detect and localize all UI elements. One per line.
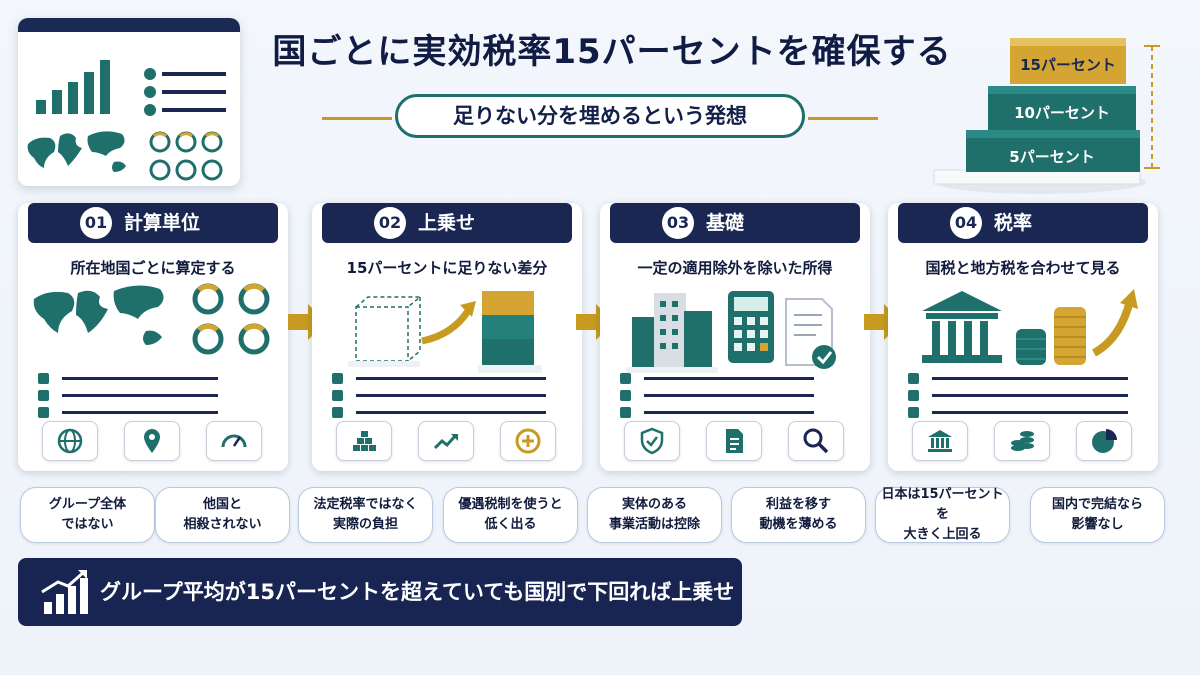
mini-checklist-icon: [144, 68, 226, 116]
bank-building-icon: [922, 291, 1002, 363]
buildings-calculator-illustration: [626, 291, 836, 373]
step-number: 01: [80, 207, 112, 239]
stack-label-15: 15パーセント: [1020, 56, 1116, 74]
summary-banner: グループ平均が15パーセントを超えていても国別で下回れば上乗せ: [18, 558, 742, 626]
note-pill: 実体のある 事業活動は控除: [587, 487, 722, 543]
note-text: 利益を移す 動機を薄める: [759, 497, 838, 532]
checklist: [332, 373, 546, 418]
curved-arrow-icon: [421, 308, 471, 345]
step-label: 基礎: [706, 212, 745, 234]
pie-chart-icon: [1076, 421, 1132, 461]
trend-up-icon: [418, 421, 474, 461]
subtitle-left-rule: [322, 117, 392, 120]
coin-stacks-icon: [1016, 307, 1086, 365]
step-number: 02: [374, 207, 406, 239]
note-pill: 他国と 相殺されない: [155, 487, 290, 543]
summary-text: グループ平均が15パーセントを超えていても国別で下回れば上乗せ: [100, 580, 735, 604]
step-description: 一定の適用除外を除いた所得: [637, 259, 833, 277]
search-icon: [788, 421, 844, 461]
office-buildings-icon: [626, 293, 718, 373]
note-pill: 利益を移す 動機を薄める: [731, 487, 866, 543]
mini-world-map-icon: [27, 131, 126, 172]
gauge-cluster-icon: [192, 283, 270, 355]
document-icon: [706, 421, 762, 461]
step-card-02: 02 上乗せ 15パーセントに足りない差分: [312, 203, 582, 471]
subtitle-text: 足りない分を埋めるという発想: [453, 104, 747, 128]
mini-gauge-icons: [149, 131, 223, 181]
step-card-01: 01 計算単位 所在地国ごとに算定する: [18, 203, 288, 471]
page-title: 国ごとに実効税率15パーセントを確保する: [272, 32, 952, 72]
location-pin-icon: [124, 421, 180, 461]
note-text: 優遇税制を使うと 低く出る: [458, 497, 563, 532]
note-text: 日本は15パーセントを 大きく上回る: [881, 487, 1004, 542]
step-number: 04: [950, 207, 982, 239]
step-card-03: 03 基礎 一定の適用除外を除いた所得: [600, 203, 870, 471]
dashboard-illustration: [18, 18, 240, 186]
note-pill: 法定税率ではなく 実際の負担: [298, 487, 433, 543]
checklist: [620, 373, 814, 418]
note-pill: 日本は15パーセントを 大きく上回る: [875, 487, 1010, 543]
note-text: 実体のある 事業活動は控除: [608, 497, 700, 532]
world-map-gauges-illustration: [33, 283, 270, 355]
subtitle-right-rule: [808, 117, 878, 120]
mini-bar-chart-icon: [36, 60, 110, 114]
stack-block-5: [966, 136, 1140, 172]
shield-check-icon: [624, 421, 680, 461]
bank-icon: [912, 421, 968, 461]
note-text: 他国と 相殺されない: [183, 497, 262, 532]
step-icon-row: [312, 421, 582, 461]
step-header-02: 02 上乗せ: [322, 203, 572, 243]
gauge-icon: [206, 421, 262, 461]
step-label: 上乗せ: [418, 212, 476, 234]
growth-arrow-icon: [1091, 299, 1134, 357]
globe-icon: [42, 421, 98, 461]
tax-level-stack: 15パーセント 10パーセント 5パーセント: [930, 30, 1170, 200]
note-text: 法定税率ではなく 実際の負担: [313, 497, 418, 532]
topup-blocks-illustration: [348, 291, 542, 373]
step-label: 税率: [994, 212, 1033, 234]
checklist: [38, 373, 218, 418]
calculator-icon: [728, 291, 774, 363]
subtitle-pill: 足りない分を埋めるという発想: [395, 94, 805, 138]
step-icon-row: [600, 421, 870, 461]
note-text: 国内で完結なら 影響なし: [1051, 497, 1143, 532]
step-card-04: 04 税率 国税と地方税を合わせて見る: [888, 203, 1158, 471]
plus-circle-icon: [500, 421, 556, 461]
step-header-03: 03 基礎: [610, 203, 860, 243]
stack-platform: [933, 169, 1141, 185]
step-number: 03: [662, 207, 694, 239]
step-description: 国税と地方税を合わせて見る: [925, 259, 1121, 277]
step-icon-row: [18, 421, 288, 461]
stack-block-15: [1010, 44, 1126, 84]
note-pill: 優遇税制を使うと 低く出る: [443, 487, 578, 543]
step-icon-row: [888, 421, 1158, 461]
checklist: [908, 373, 1128, 418]
bar-chart-growth-icon: [41, 570, 88, 614]
step-label: 計算単位: [124, 212, 201, 234]
empty-box-icon: [355, 296, 423, 362]
step-header-04: 04 税率: [898, 203, 1148, 243]
step-description: 所在地国ごとに算定する: [70, 259, 236, 277]
stacked-blocks-icon: [478, 291, 542, 373]
checked-document-icon: [785, 298, 836, 369]
stack-block-10: [988, 92, 1136, 130]
dashboard-title-bar: [18, 18, 240, 32]
note-pill: グループ全体 ではない: [20, 487, 155, 543]
stack-label-10: 10パーセント: [1014, 104, 1110, 122]
coins-icon: [994, 421, 1050, 461]
step-description: 15パーセントに足りない差分: [346, 259, 548, 277]
dashboard-graphics: [27, 60, 226, 181]
gold-bars-icon: [336, 421, 392, 461]
world-map-icon: [33, 285, 164, 345]
note-pill: 国内で完結なら 影響なし: [1030, 487, 1165, 543]
note-text: グループ全体 ではない: [48, 497, 127, 532]
bank-coins-illustration: [922, 289, 1138, 365]
stack-label-5: 5パーセント: [1009, 148, 1094, 166]
step-header-01: 01 計算単位: [28, 203, 278, 243]
